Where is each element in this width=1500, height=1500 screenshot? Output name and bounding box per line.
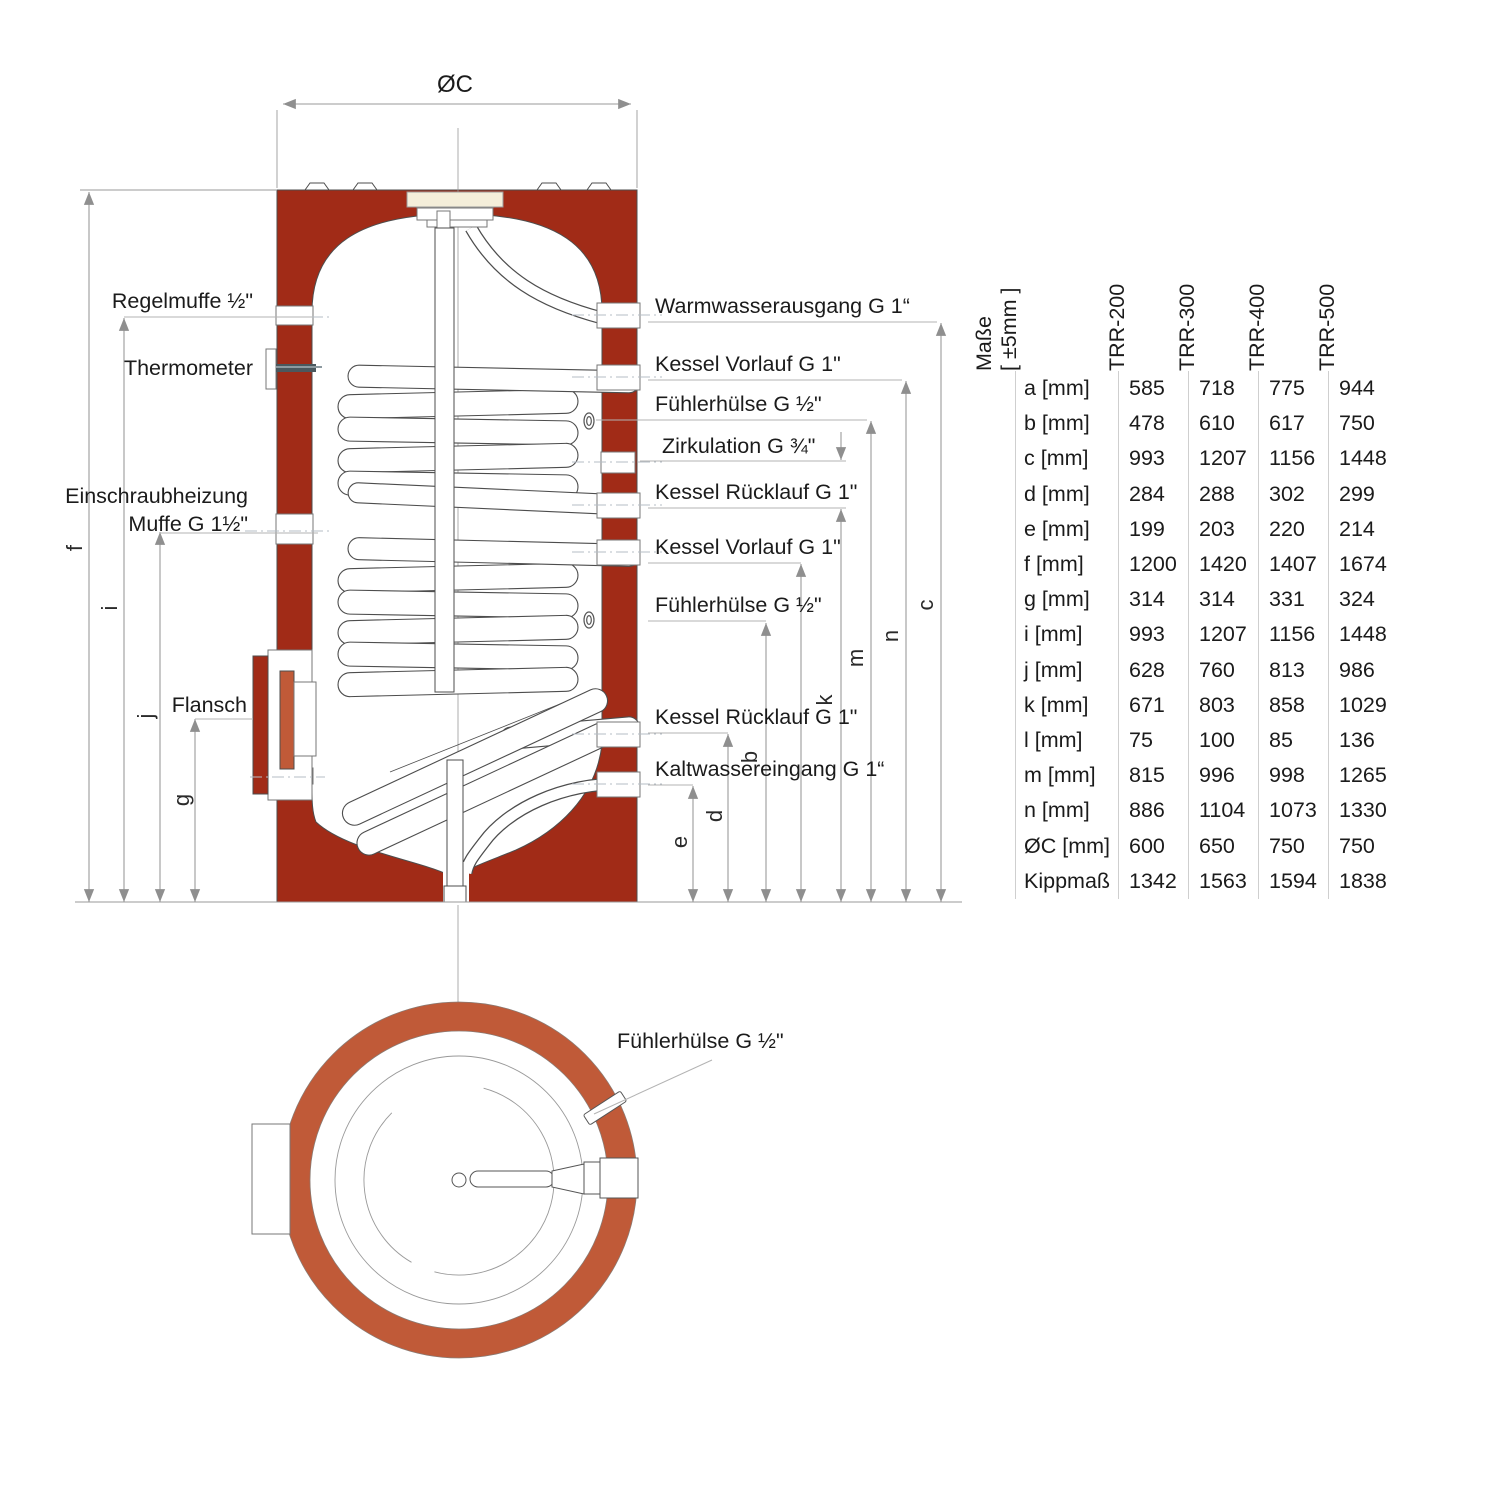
table-row: j [mm] 628 760 813 986 <box>1015 652 1406 688</box>
right-connection-labels: Warmwasserausgang G 1“ Kessel Vorlauf G … <box>655 294 910 781</box>
left-connection-labels: Regelmuffe ½" Thermometer Einschraubheiz… <box>65 289 253 717</box>
table-row: b [mm] 478 610 617 750 <box>1015 406 1406 442</box>
table-row: a [mm] 585 718 775 944 <box>1015 371 1406 407</box>
table-row: e [mm] 199 203 220 214 <box>1015 511 1406 547</box>
top-flange-assembly <box>406 191 504 229</box>
label-kaltwassereingang: Kaltwassereingang G 1“ <box>655 757 884 781</box>
table-row: m [mm] 815 996 998 1265 <box>1015 758 1406 794</box>
dim-letter-e: e <box>667 836 692 848</box>
bottom-flange <box>251 1123 291 1235</box>
table-row: k [mm] 671 803 858 1029 <box>1015 687 1406 723</box>
label-regelmuffe: Regelmuffe ½" <box>112 289 253 313</box>
dim-letter-g: g <box>169 794 194 806</box>
table-row: g [mm] 314 314 331 324 <box>1015 582 1406 618</box>
top-cover-plate <box>406 191 504 208</box>
col-header-trr-200: TRR-200 <box>1105 283 1129 371</box>
table-row: d [mm] 284 288 302 299 <box>1015 476 1406 512</box>
dimension-table: a [mm] 585 718 775 944 b [mm] 478 610 61… <box>1015 371 1406 899</box>
dim-letter-n: n <box>878 630 903 642</box>
table-row: c [mm] 993 1207 1156 1448 <box>1015 441 1406 477</box>
sensor-pocket-icons <box>583 412 595 629</box>
col-header-trr-300: TRR-300 <box>1175 283 1199 371</box>
col-header-trr-500: TRR-500 <box>1315 283 1339 371</box>
label-kessel-ruecklauf-1: Kessel Rücklauf G 1" <box>655 480 857 504</box>
table-row: Kippmaß 1342 1563 1594 1838 <box>1015 863 1406 899</box>
label-fuehlerhuelse-2: Fühlerhülse G ½" <box>655 593 822 617</box>
bottom-sensor-pocket <box>583 1091 627 1125</box>
dim-letter-i: i <box>97 606 122 611</box>
table-row: n [mm] 886 1104 1073 1330 <box>1015 793 1406 829</box>
coil-lower <box>337 537 641 856</box>
coldwater-pipe <box>459 777 637 875</box>
label-warmwasserausgang: Warmwasserausgang G 1“ <box>655 294 910 318</box>
tank-cross-section <box>245 128 662 903</box>
warmwater-pipe <box>465 224 604 325</box>
label-bottom-fuehlerhuelse: Fühlerhülse G ½" <box>617 1029 784 1053</box>
center-mark <box>451 1172 467 1188</box>
label-flansch: Flansch <box>172 693 247 717</box>
label-thermometer: Thermometer <box>124 356 253 380</box>
coil-upper <box>337 364 641 516</box>
dim-letter-d: d <box>702 810 727 822</box>
thermometer-icon <box>265 348 322 390</box>
spec-table: Maße[ ±5mm ] TRR-200 TRR-300 TRR-400 TRR… <box>972 283 1407 923</box>
anode-rod <box>434 227 455 693</box>
dimension-lines <box>75 98 962 903</box>
label-einschraubheizung-2: Muffe G 1½" <box>128 512 248 536</box>
col-header-trr-400: TRR-400 <box>1245 283 1269 371</box>
table-row: ØC [mm] 600 650 750 750 <box>1015 828 1406 864</box>
label-kessel-vorlauf-1: Kessel Vorlauf G 1" <box>655 352 841 376</box>
table-row: i [mm] 993 1207 1156 1448 <box>1015 617 1406 653</box>
dim-diameter-label: ØC <box>437 71 473 98</box>
label-fuehlerhuelse-1: Fühlerhülse G ½" <box>655 392 822 416</box>
dim-letter-f: f <box>62 544 87 551</box>
table-row: f [mm] 1200 1420 1407 1674 <box>1015 546 1406 583</box>
dim-letter-c: c <box>913 600 938 611</box>
bottom-pipe <box>469 1157 639 1199</box>
table-row: l [mm] 75 100 85 136 <box>1015 722 1406 759</box>
label-kessel-ruecklauf-2: Kessel Rücklauf G 1" <box>655 705 857 729</box>
dim-letter-j: j <box>133 714 158 720</box>
label-einschraubheizung-1: Einschraubheizung <box>65 484 248 508</box>
lifting-lugs <box>304 182 612 191</box>
dimension-letters: f i j g e d b k m n c <box>62 544 938 848</box>
bottom-view: Fühlerhülse G ½" <box>251 905 784 1359</box>
col-header-masse: Maße[ ±5mm ] <box>972 287 1021 371</box>
drain-pipe <box>443 759 469 903</box>
label-zirkulation: Zirkulation G ¾" <box>662 434 815 458</box>
dim-letter-k: k <box>812 694 837 706</box>
label-kessel-vorlauf-2: Kessel Vorlauf G 1" <box>655 535 841 559</box>
flange-assembly <box>252 649 317 801</box>
dim-letter-m: m <box>843 649 868 667</box>
dim-letter-b: b <box>737 751 762 763</box>
leader-lines <box>124 316 937 786</box>
port-centerlines <box>245 314 662 785</box>
